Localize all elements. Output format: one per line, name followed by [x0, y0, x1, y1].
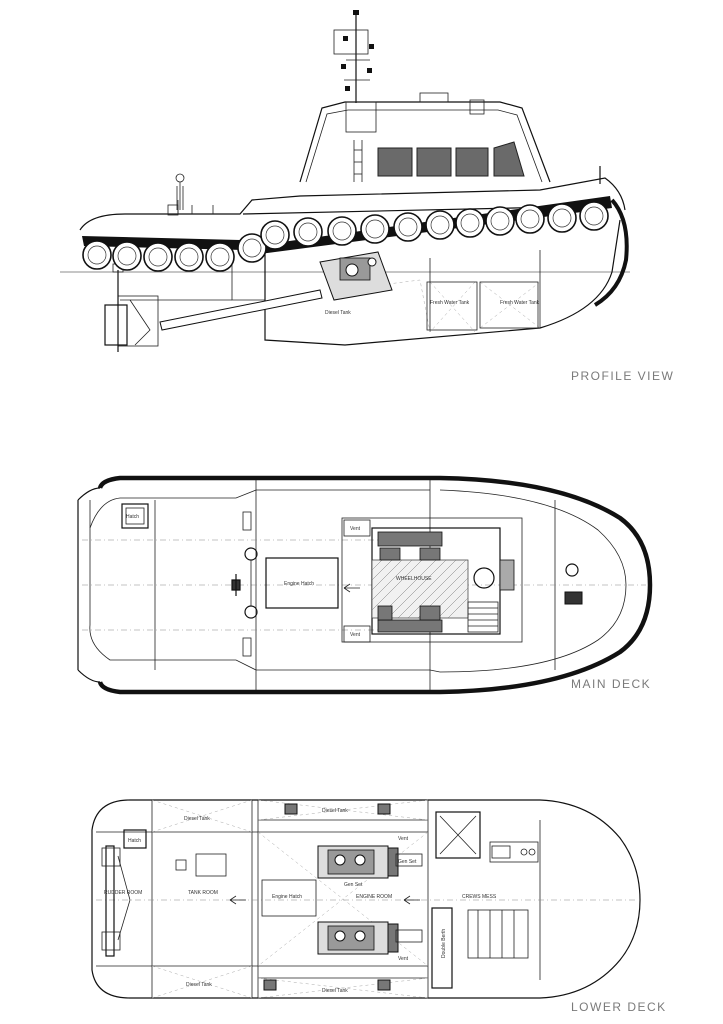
title-profile-view: PROFILE VIEW — [571, 369, 675, 383]
label-vent-1: Vent — [398, 836, 409, 842]
engine-hatch-main[interactable] — [265, 557, 339, 609]
engine-profile — [159, 251, 393, 331]
label-diesel-tank-profile: Diesel Tank — [325, 310, 351, 316]
gen-set-2 — [395, 929, 423, 943]
bollard — [244, 547, 258, 561]
label-engine-hatch-lower: Engine Hatch — [272, 894, 302, 900]
label-wheelhouse: WHEELHOUSE — [396, 576, 432, 582]
window — [493, 141, 525, 177]
title-lower-deck: LOWER DECK — [571, 1000, 667, 1014]
label-diesel-tank-3: Diesel Tank — [322, 808, 348, 814]
wheelhouse-profile — [299, 92, 551, 183]
label-hatch-main: Hatch — [126, 514, 139, 520]
bollard — [244, 605, 258, 619]
label-gen-set-1: Gen Set — [398, 859, 417, 865]
steering-gear — [101, 845, 131, 957]
label-fresh-water-tank-1: Fresh Water Tank — [430, 300, 470, 306]
wheelhouse-floor-pattern — [371, 559, 469, 619]
stern-tires — [82, 240, 235, 272]
wheelhouse-footprint — [341, 517, 523, 643]
helm-seat — [473, 567, 495, 589]
direction-arrow — [343, 583, 360, 593]
main-deck-view: Hatch Engine Hatch WHEELHOUSE Vent Vent — [77, 475, 653, 695]
label-diesel-tank-1: Diesel Tank — [184, 816, 210, 822]
vent-bottom — [343, 625, 371, 643]
rudder-propeller — [104, 263, 159, 352]
label-diesel-tank-4: Diesel Tank — [322, 988, 348, 994]
stairs-main — [467, 601, 499, 633]
window — [416, 147, 452, 177]
vent-top — [343, 519, 371, 537]
label-fresh-water-tank-2: Fresh Water Tank — [500, 300, 540, 306]
label-vent-bottom: Vent — [350, 632, 361, 638]
title-main-deck: MAIN DECK — [571, 677, 652, 691]
window — [377, 147, 413, 177]
anchor-windlass-icon — [564, 591, 583, 605]
label-diesel-tank-2: Diesel Tank — [186, 982, 212, 988]
hull-outline-lower — [91, 799, 641, 999]
bow-bollard — [565, 563, 579, 577]
direction-arrow — [403, 895, 420, 905]
window — [455, 147, 489, 177]
mast — [333, 10, 374, 103]
lower-deck-view: Hatch RUDDER ROOM TANK ROOM Engine Hatch… — [91, 799, 641, 999]
person-figure — [175, 173, 185, 210]
label-engine-hatch-main: Engine Hatch — [284, 581, 314, 587]
engine-starboard — [317, 845, 399, 879]
hull-outline-main — [97, 475, 653, 695]
hatch-main[interactable] — [121, 503, 149, 529]
profile-view: Diesel Tank Fresh Water Tank Fresh Water… — [60, 10, 630, 352]
label-tank-room: TANK ROOM — [188, 890, 218, 896]
bow-fender — [593, 198, 629, 307]
hull-profile — [120, 219, 621, 346]
label-vent-top: Vent — [350, 526, 361, 532]
gen-set-1 — [395, 853, 423, 867]
label-gen-set-2: Gen Set — [344, 882, 363, 888]
crews-mess-fixtures — [431, 811, 539, 989]
hatch-lower[interactable] — [123, 829, 147, 849]
label-rudder-room: RUDDER ROOM — [104, 890, 142, 896]
label-vent-2: Vent — [398, 956, 409, 962]
console — [377, 531, 443, 547]
label-double-berth: Double Berth — [441, 929, 447, 958]
label-hatch-lower: Hatch — [128, 838, 141, 844]
side-tires — [237, 201, 609, 263]
engine-port — [317, 921, 399, 955]
tow-hook-icon — [231, 574, 241, 596]
direction-arrow — [229, 895, 246, 905]
label-crews-mess: CREWS MESS — [462, 894, 497, 900]
label-engine-room: ENGINE ROOM — [356, 894, 392, 900]
engine-hatch-lower[interactable] — [261, 879, 317, 917]
tank-crosses — [151, 799, 429, 999]
console — [377, 619, 443, 633]
